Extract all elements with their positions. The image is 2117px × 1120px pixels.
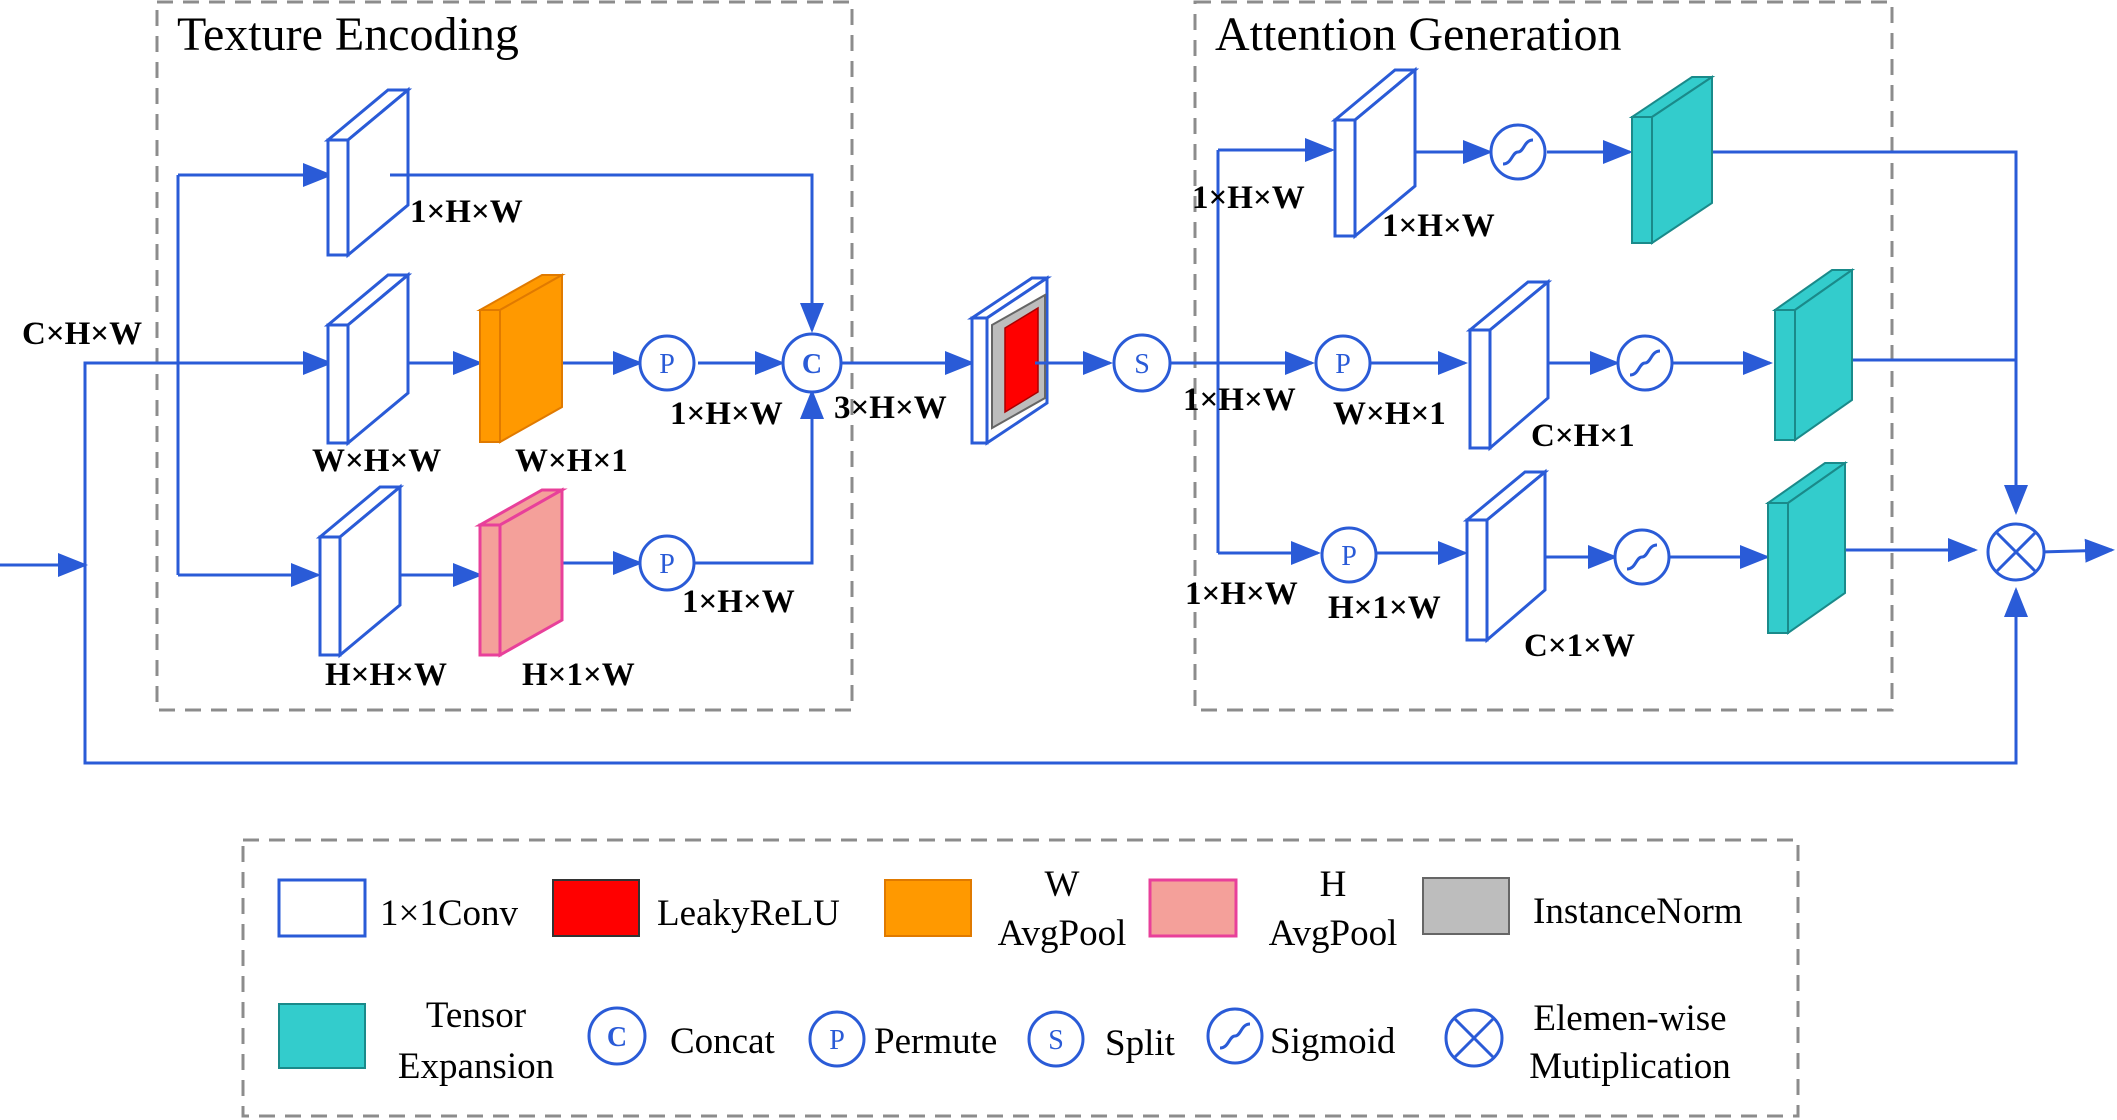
texture-encoding-title: Texture Encoding bbox=[177, 8, 519, 61]
legend-split-label: Split bbox=[1105, 1023, 1176, 1064]
dim-te-bot-conv: H×H×W bbox=[325, 657, 447, 693]
legend-instancenorm-label: InstanceNorm bbox=[1533, 891, 1743, 932]
legend-w-avgpool-label-2: AvgPool bbox=[998, 913, 1127, 954]
texture-encoding-box bbox=[155, 0, 854, 712]
legend-multiply-label-1: Elemen-wise bbox=[1533, 998, 1726, 1039]
w-avgpool-block bbox=[476, 273, 566, 444]
dim-te-bot-pool: H×1×W bbox=[522, 657, 635, 693]
te-mid-permute-symbol: P bbox=[659, 349, 675, 380]
split-symbol: S bbox=[1134, 349, 1150, 380]
legend-concat-symbol: C bbox=[607, 1022, 627, 1053]
legend-tensor-expansion-swatch bbox=[278, 1003, 366, 1069]
dim-ag-top-conv: 1×H×W bbox=[1382, 208, 1495, 244]
te-top-conv-block bbox=[323, 86, 413, 259]
split-node: S bbox=[1112, 333, 1172, 393]
legend-sigmoid-icon bbox=[1206, 1007, 1264, 1065]
ag-bot-expansion-block bbox=[1764, 461, 1849, 635]
legend-instancenorm-swatch bbox=[1422, 877, 1510, 935]
ag-top-conv-block bbox=[1330, 66, 1420, 240]
legend-leakyrelu-swatch bbox=[552, 879, 640, 937]
dim-te-mid-conv: W×H×W bbox=[312, 443, 441, 479]
norm-leakyrelu-block bbox=[967, 275, 1052, 446]
dim-te-mid-pool: W×H×1 bbox=[515, 443, 628, 479]
legend-permute-icon: P bbox=[808, 1010, 866, 1068]
legend-w-avgpool-label-1: W bbox=[1045, 864, 1080, 905]
dim-ag-bot-in: 1×H×W bbox=[1185, 576, 1298, 612]
legend-leakyrelu-label: LeakyReLU bbox=[657, 893, 840, 934]
dim-input: C×H×W bbox=[22, 316, 142, 352]
te-bot-permute-symbol: P bbox=[659, 549, 675, 580]
legend-tensor-expansion-label-2: Expansion bbox=[398, 1046, 554, 1087]
ag-mid-permute-symbol: P bbox=[1335, 349, 1351, 380]
dim-ag-mid-conv: C×H×1 bbox=[1531, 418, 1635, 454]
legend-conv-label: 1×1Conv bbox=[380, 893, 519, 934]
concat-symbol: C bbox=[802, 349, 822, 380]
legend-h-avgpool-label-2: AvgPool bbox=[1269, 913, 1398, 954]
dim-te-bot-permute: 1×H×W bbox=[682, 584, 795, 620]
dim-concat-out: 3×H×W bbox=[834, 390, 947, 426]
dim-ag-mid-permute: W×H×1 bbox=[1333, 396, 1446, 432]
dim-ag-mid-in: 1×H×W bbox=[1183, 382, 1296, 418]
dim-ag-bot-conv: C×1×W bbox=[1524, 628, 1635, 664]
dim-te-top-conv: 1×H×W bbox=[410, 194, 523, 230]
ag-bot-permute-node: P bbox=[1320, 526, 1378, 584]
te-bot-conv-block bbox=[315, 483, 405, 659]
ag-bot-conv-block bbox=[1462, 468, 1550, 644]
attention-generation-box bbox=[1193, 0, 1894, 712]
legend-sigmoid-label: Sigmoid bbox=[1270, 1021, 1396, 1062]
legend-split-icon: S bbox=[1027, 1010, 1085, 1068]
legend-w-avgpool-swatch bbox=[884, 879, 972, 937]
legend-h-avgpool-swatch bbox=[1148, 878, 1238, 938]
attention-generation-title: Attention Generation bbox=[1215, 8, 1622, 61]
ag-top-expansion-block bbox=[1628, 75, 1716, 245]
ag-bot-sigmoid-icon bbox=[1613, 528, 1671, 586]
legend-concat-icon: C bbox=[587, 1006, 647, 1066]
legend-tensor-expansion-label-1: Tensor bbox=[426, 995, 526, 1036]
te-bot-permute-node: P bbox=[638, 534, 696, 592]
dim-ag-top-in: 1×H×W bbox=[1192, 180, 1305, 216]
legend-multiply-label-2: Mutiplication bbox=[1529, 1046, 1730, 1087]
ag-top-sigmoid-icon bbox=[1489, 123, 1547, 181]
legend-split-symbol: S bbox=[1048, 1025, 1064, 1056]
concat-node: C bbox=[781, 332, 843, 394]
dim-ag-bot-permute: H×1×W bbox=[1328, 590, 1441, 626]
legend-permute-symbol: P bbox=[829, 1025, 845, 1056]
legend-multiply-icon bbox=[1444, 1008, 1504, 1068]
h-avgpool-block bbox=[474, 487, 568, 658]
dim-te-mid-permute: 1×H×W bbox=[670, 396, 783, 432]
legend-permute-label: Permute bbox=[874, 1021, 997, 1062]
ag-mid-sigmoid-icon bbox=[1616, 334, 1674, 392]
legend-conv-swatch bbox=[277, 878, 367, 938]
multiply-node-icon bbox=[1986, 522, 2046, 582]
ag-mid-permute-node: P bbox=[1314, 334, 1372, 392]
legend-concat-label: Concat bbox=[670, 1021, 776, 1062]
legend-box bbox=[241, 838, 1800, 1118]
ag-mid-expansion-block bbox=[1771, 268, 1856, 442]
block-through-lines bbox=[390, 173, 1047, 365]
te-mid-permute-node: P bbox=[638, 334, 696, 392]
ag-bot-permute-symbol: P bbox=[1341, 541, 1357, 572]
ag-mid-conv-block bbox=[1465, 278, 1553, 452]
legend-h-avgpool-label-1: H bbox=[1320, 864, 1347, 905]
te-mid-conv-block bbox=[323, 271, 413, 447]
